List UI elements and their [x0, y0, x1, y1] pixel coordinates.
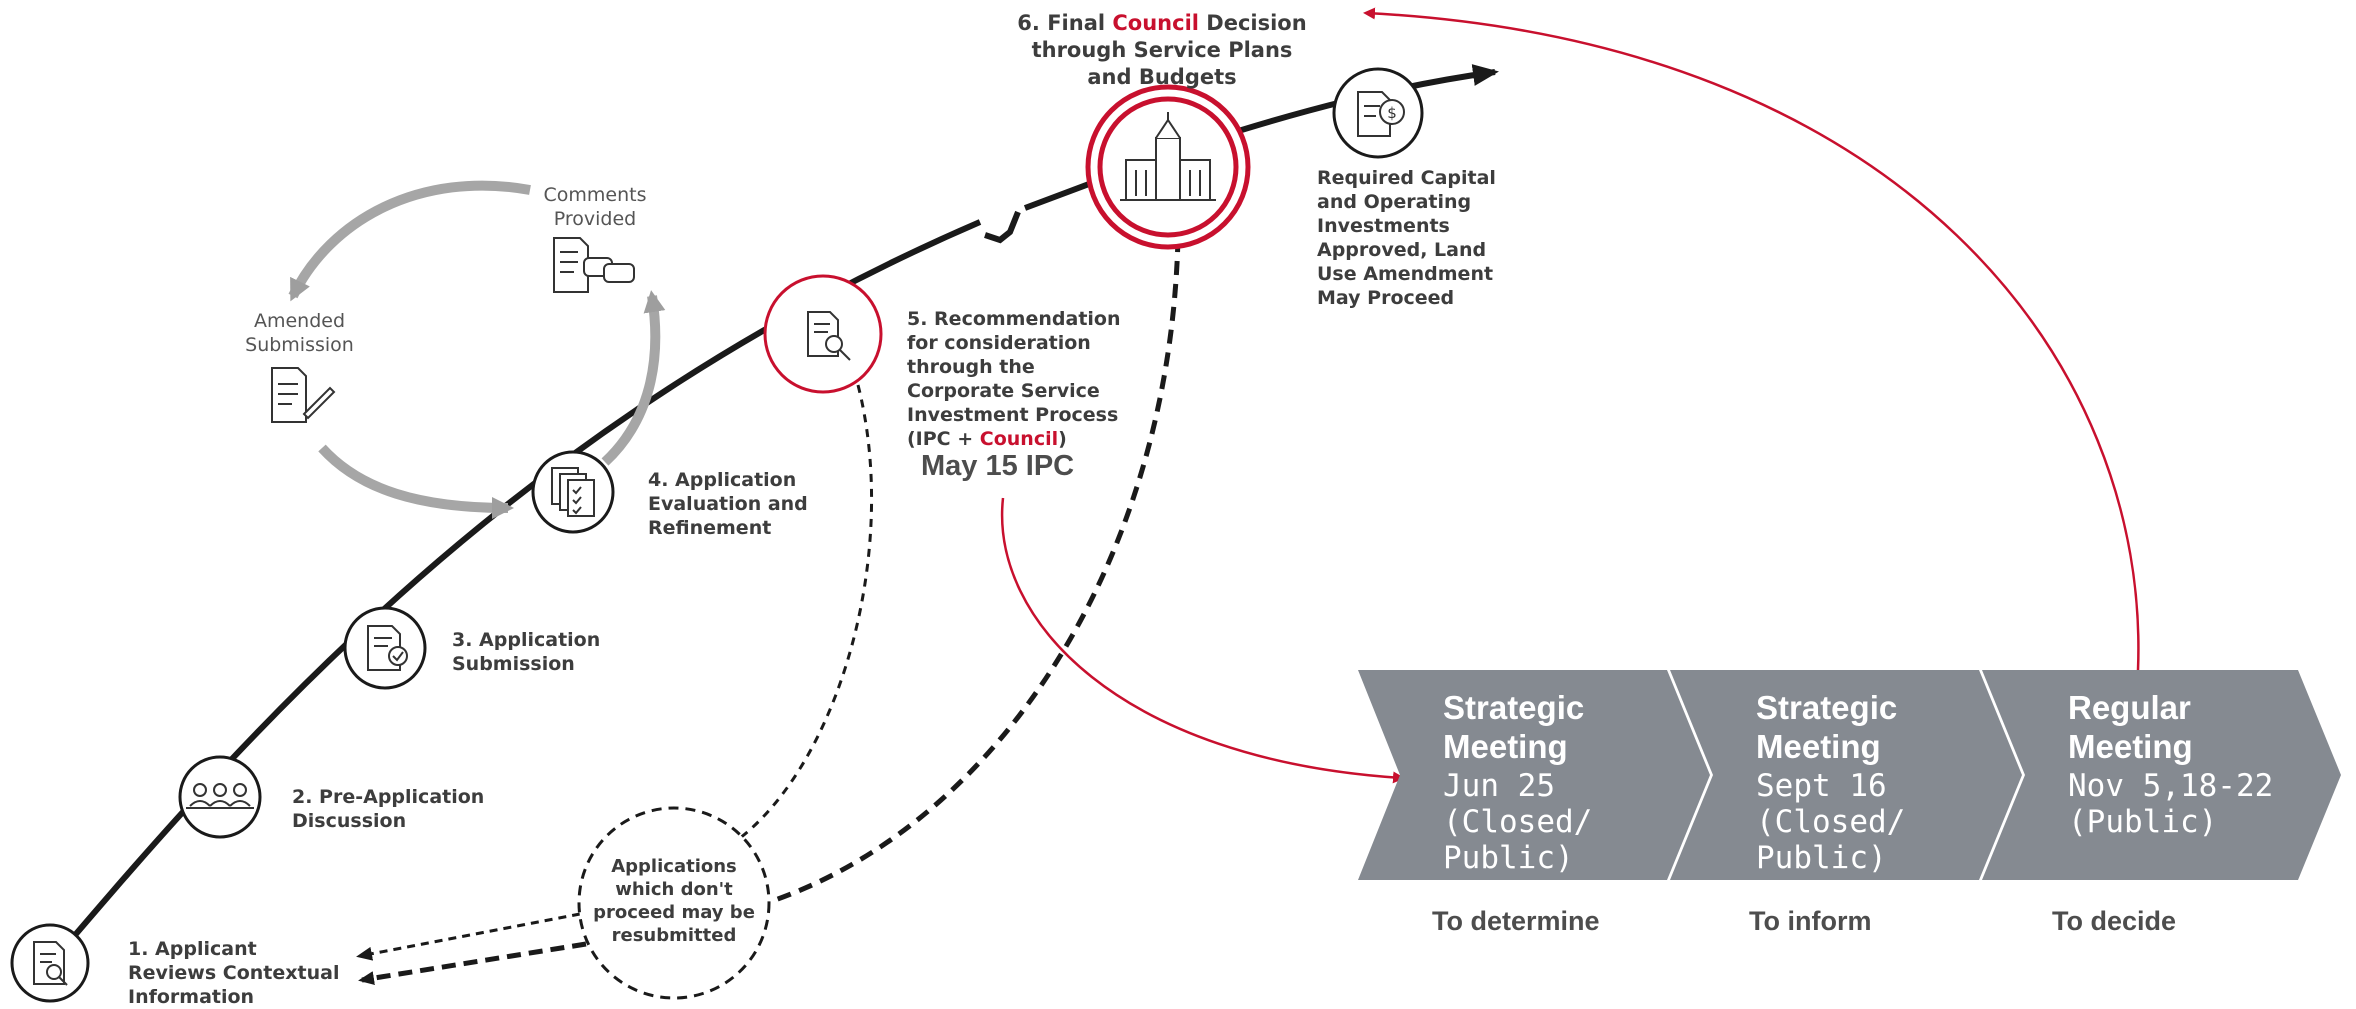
meeting-people-icon: [186, 783, 254, 809]
loop-arrow-bottom: [318, 444, 514, 519]
comments-provided-label: Comments Provided: [543, 184, 647, 230]
amended-submission-label: Amended Submission: [245, 310, 354, 356]
search-document-icon: [33, 941, 68, 986]
step4-label: 4. Application Evaluation and Refinement: [648, 469, 808, 539]
dashed-arrow-lower: [358, 941, 587, 986]
step3-label: 3. Application Submission: [452, 629, 601, 675]
meeting-3-date: Nov 5,18-22 (Public): [2068, 768, 2274, 840]
ipc-arrow: [1000, 497, 1405, 784]
meeting-chevron-3: [1982, 670, 2341, 880]
step5-node: [763, 274, 883, 394]
meeting-chevron-2: [1670, 670, 2022, 880]
meeting-2-date: Sept 16 (Closed/ Public): [1756, 768, 1906, 876]
meeting-1-date: Jun 25 (Closed/ Public): [1443, 768, 1593, 876]
step4-node: [531, 450, 615, 534]
meeting-chevron-1: [1358, 670, 1710, 880]
meeting-2-purpose: To inform: [1749, 906, 1872, 936]
meeting-3-purpose: To decide: [2052, 906, 2177, 936]
loop-arrow-top: [288, 180, 531, 302]
meeting-1-title: Strategic Meeting: [1443, 689, 1585, 765]
checklist-documents-icon: [551, 467, 595, 517]
step3-node: [343, 606, 427, 690]
meeting-1-purpose: To determine: [1432, 906, 1600, 936]
resubmit-label: Applications which don't proceed may be …: [593, 856, 755, 946]
step6-node: [1085, 84, 1251, 250]
dashed-arrow-upper: [356, 912, 581, 961]
step2-node: [178, 755, 262, 839]
outcome-label: Required Capital and Operating Investmen…: [1317, 167, 1496, 309]
step2-label: 2. Pre-Application Discussion: [292, 786, 485, 832]
loop-arrow-right: [601, 290, 666, 466]
resubmit-circle: [577, 806, 771, 1000]
break-symbol: [984, 210, 1021, 244]
meeting-2-title: Strategic Meeting: [1756, 689, 1898, 765]
city-hall-icon: [1120, 112, 1216, 201]
meeting-3-title: Regular Meeting: [2068, 689, 2193, 765]
outcome-node: $: [1332, 67, 1424, 159]
magnifier-document-icon: [807, 311, 851, 361]
dashed-path-thick: [774, 237, 1181, 903]
document-pen-icon: [271, 367, 336, 423]
dollar-document-icon: $: [1357, 91, 1405, 137]
step6-label: 6. Final Council Decision through Servic…: [1017, 11, 1307, 89]
svg-text:$: $: [1387, 104, 1397, 122]
document-chat-icon: [553, 237, 635, 293]
step1-node: [10, 923, 90, 1003]
ipc-date-label: May 15 IPC: [921, 450, 1075, 482]
step5-label: 5. Recommendation for consideration thro…: [907, 308, 1121, 450]
dashed-path-thin: [739, 384, 874, 840]
step1-label: 1. Applicant Reviews Contextual Informat…: [128, 938, 340, 1008]
decision-arrow: [1363, 7, 2140, 671]
document-check-icon: [367, 625, 408, 671]
